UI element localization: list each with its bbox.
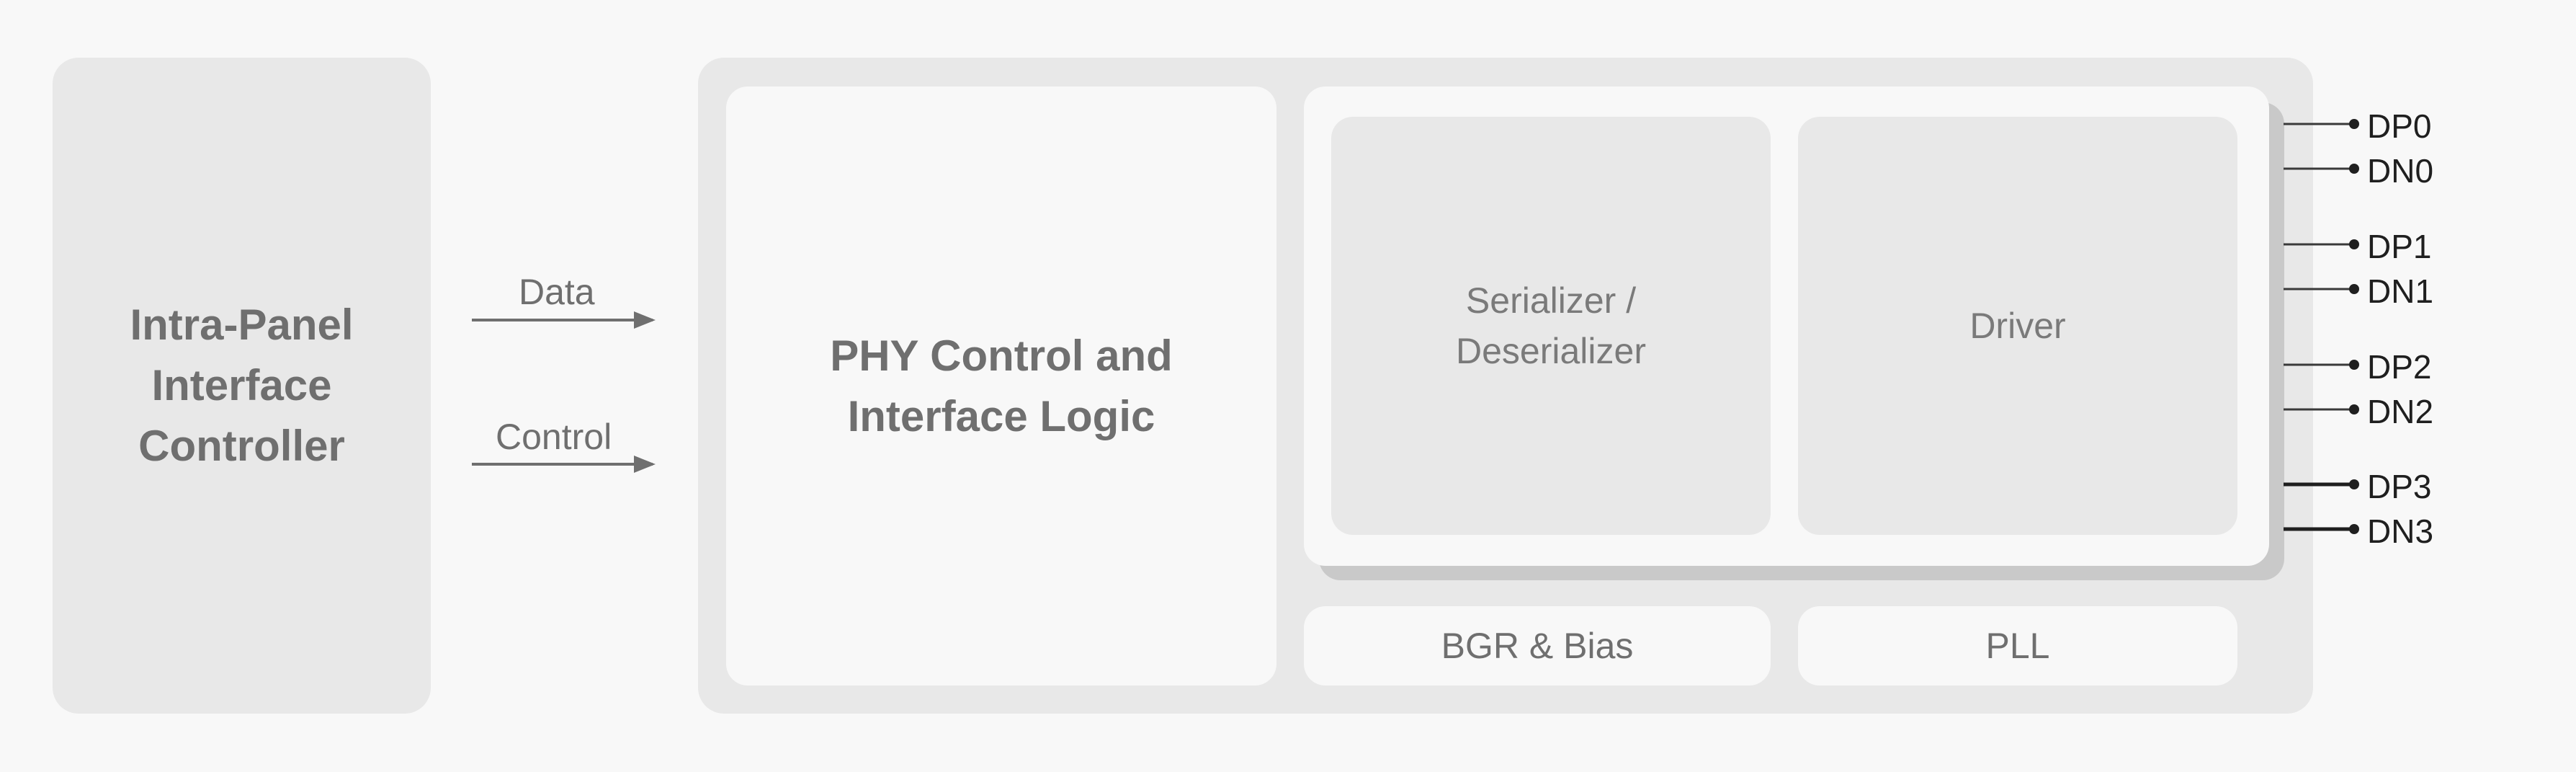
pin-label-dn0: DN0: [2367, 152, 2434, 190]
serializer-label-line-2: Deserializer: [1456, 331, 1646, 371]
pll-label: PLL: [1985, 626, 2050, 666]
pin-line-dp2: [2284, 360, 2359, 370]
pin-line-dp0: [2284, 119, 2359, 129]
pin-line-dn2: [2284, 404, 2359, 414]
data-signal-label: Data: [519, 272, 595, 312]
pin-label-dn1: DN1: [2367, 272, 2434, 310]
pin-label-dn3: DN3: [2367, 513, 2434, 550]
control-signal-label: Control: [496, 417, 612, 457]
pin-label-dp0: DP0: [2367, 107, 2432, 145]
serializer-label-line-1: Serializer /: [1465, 280, 1637, 321]
driver-label: Driver: [1969, 306, 2066, 346]
pin-line-dn3: [2284, 524, 2359, 534]
pin-line-dn0: [2284, 164, 2359, 174]
controller-label-line-1: Intra-Panel: [130, 301, 354, 349]
bgr-bias-label: BGR & Bias: [1441, 626, 1634, 666]
phy-logic-label-line-2: Interface Logic: [847, 391, 1155, 440]
serializer-block: Serializer / Deserializer: [1331, 117, 1771, 535]
pin-label-dp1: DP1: [2367, 228, 2432, 265]
bgr-bias-block: BGR & Bias: [1304, 606, 1771, 686]
controller-label-line-2: Interface: [151, 361, 332, 409]
phy-control-logic-block: PHY Control and Interface Logic: [726, 86, 1276, 686]
pin-line-dp1: [2284, 239, 2359, 249]
driver-block: Driver: [1798, 117, 2237, 535]
pin-label-dp2: DP2: [2367, 348, 2432, 386]
interface-controller-block: Intra-Panel Interface Controller: [53, 58, 431, 714]
pin-line-dp3: [2284, 479, 2359, 489]
pll-block: PLL: [1798, 606, 2237, 686]
pin-label-dn2: DN2: [2367, 393, 2434, 430]
pin-line-dn1: [2284, 284, 2359, 294]
phy-logic-label-line-1: PHY Control and: [830, 331, 1173, 380]
controller-label-line-3: Controller: [138, 422, 345, 470]
pin-label-dp3: DP3: [2367, 468, 2432, 505]
data-arrow: [472, 311, 656, 329]
control-arrow: [472, 456, 656, 473]
